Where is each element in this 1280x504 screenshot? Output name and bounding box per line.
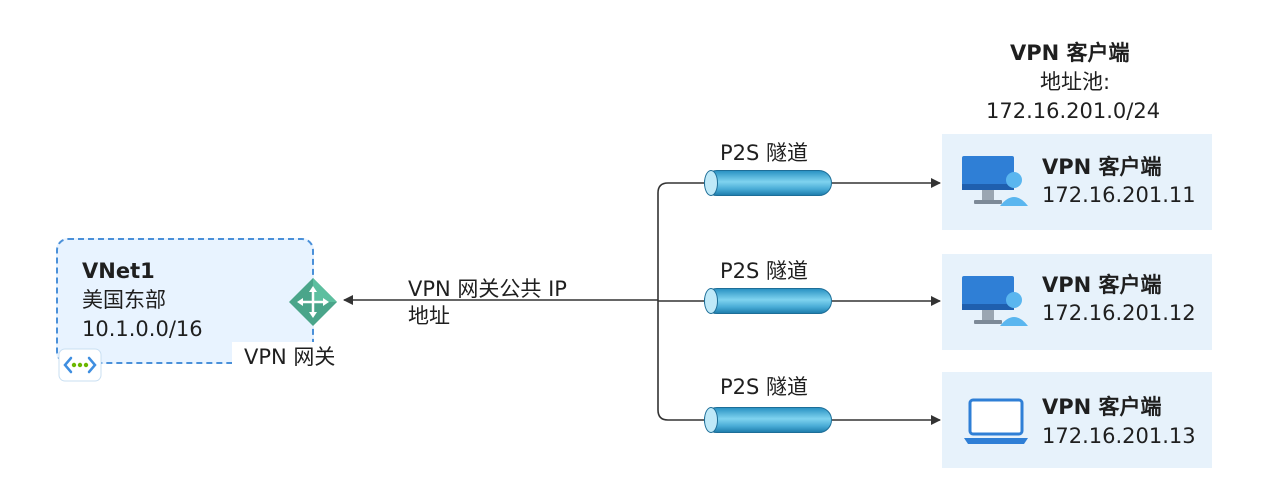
laptop-icon <box>964 398 1028 444</box>
desktop-user-icon <box>962 156 1028 206</box>
vpn-gateway-icon <box>289 278 337 326</box>
tunnel-3-label: P2S 隧道 <box>720 375 809 399</box>
desktop-user-icon <box>962 276 1028 326</box>
client-3-title: VPN 客户端 <box>1042 395 1162 419</box>
tunnel-1-label: P2S 隧道 <box>720 141 809 165</box>
vnet-name: VNet1 <box>82 259 155 283</box>
gateway-ip-label-line1: VPN 网关公共 IP <box>408 277 567 301</box>
pool-title: VPN 客户端 <box>1010 41 1130 65</box>
client-1-title: VPN 客户端 <box>1042 155 1162 179</box>
client-3-ip: 172.16.201.13 <box>1042 424 1196 448</box>
tunnel-3-pipe <box>704 407 832 433</box>
tunnel-1-pipe <box>704 170 832 196</box>
gateway-label-bg <box>232 342 350 370</box>
vnet-icon <box>58 348 102 382</box>
tunnel-2-pipe <box>704 288 832 314</box>
vnet-region: 美国东部 <box>82 288 166 312</box>
gateway-label: VPN 网关 <box>244 345 336 369</box>
vnet-address-space: 10.1.0.0/16 <box>82 317 203 341</box>
tunnel-2-label: P2S 隧道 <box>720 259 809 283</box>
client-2-title: VPN 客户端 <box>1042 273 1162 297</box>
pool-range: 172.16.201.0/24 <box>986 99 1161 123</box>
client-2-ip: 172.16.201.12 <box>1042 301 1196 325</box>
pool-subtitle: 地址池: <box>1040 70 1111 94</box>
gateway-ip-label-line2: 地址 <box>408 304 450 328</box>
client-1-ip: 172.16.201.11 <box>1042 183 1196 207</box>
